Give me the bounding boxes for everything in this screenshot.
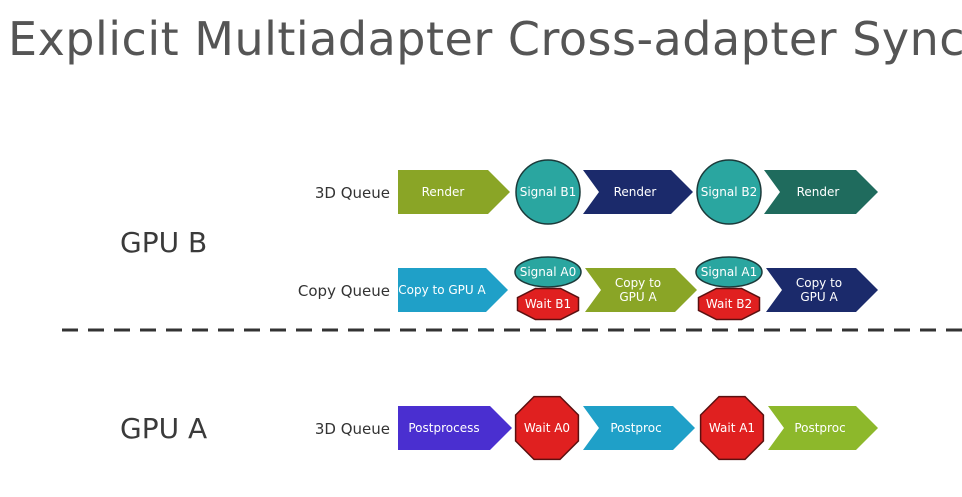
a-3d-step-2-text: Wait A0 [524, 421, 570, 435]
b-3d-step-3: Render [583, 170, 693, 214]
b-3d-step-5-text: Render [797, 185, 840, 199]
a-3d-step-3: Postproc [583, 406, 695, 450]
a-3d-step-3-text: Postproc [610, 421, 661, 435]
arrow-shape [585, 268, 697, 312]
arrow-shape [764, 170, 878, 214]
wait-octagon [514, 395, 580, 461]
a-3d-step-1: Postprocess [398, 406, 512, 450]
arrow-shape [768, 406, 878, 450]
b-copy-step-2-text: Signal A0 [520, 265, 577, 279]
b-copy-step-2: Signal A0 [514, 256, 582, 288]
signal-circle [696, 159, 762, 225]
b-copy-step-4-text: GPU A [619, 290, 657, 304]
b-copy-step-3-text: Wait B1 [525, 297, 571, 311]
signal-circle [515, 159, 581, 225]
gpu-b-copy-queue-label: Copy Queue [297, 282, 390, 300]
a-3d-step-1-text: Postprocess [408, 421, 479, 435]
b-3d-step-2-text: Signal B1 [520, 185, 577, 199]
b-copy-step-4-text: Copy to [615, 276, 661, 290]
a-3d-step-5-text: Postproc [794, 421, 845, 435]
b-copy-step-5-text: Signal A1 [701, 265, 758, 279]
a-3d-step-5: Postproc [768, 406, 878, 450]
b-3d-step-2: Signal B1 [515, 159, 581, 225]
signal-ellipse [514, 256, 582, 288]
gpu-a-3d-queue-label: 3D Queue [314, 420, 390, 438]
b-3d-step-3-text: Render [614, 185, 657, 199]
b-3d-step-1-text: Render [422, 185, 465, 199]
arrow-shape [583, 170, 693, 214]
arrow-shape [398, 170, 510, 214]
arrow-shape [583, 406, 695, 450]
b-3d-step-4-text: Signal B2 [701, 185, 758, 199]
b-copy-step-7-text: Copy to [796, 276, 842, 290]
b-copy-step-6-text: Wait B2 [706, 297, 752, 311]
gpu-b-3d-queue-label: 3D Queue [314, 184, 390, 202]
gpu-b-label: GPU B [120, 226, 208, 259]
b-copy-step-7-text: GPU A [800, 290, 838, 304]
b-3d-step-5: Render [764, 170, 878, 214]
gpu-a-label: GPU A [120, 412, 208, 445]
b-3d-step-4: Signal B2 [696, 159, 762, 225]
b-copy-step-6: Wait B2 [697, 287, 761, 321]
a-3d-step-4-text: Wait A1 [709, 421, 755, 435]
b-copy-step-3: Wait B1 [516, 287, 580, 321]
arrow-shape [398, 268, 508, 312]
a-3d-step-2: Wait A0 [514, 395, 580, 461]
wait-octagon [699, 395, 765, 461]
wait-octagon [697, 287, 761, 321]
b-copy-step-5: Signal A1 [695, 256, 763, 288]
b-copy-step-1-text: Copy to GPU A [398, 283, 486, 297]
b-3d-step-1: Render [398, 170, 510, 214]
arrow-shape [398, 406, 512, 450]
signal-ellipse [695, 256, 763, 288]
arrow-shape [766, 268, 878, 312]
wait-octagon [516, 287, 580, 321]
slide-title: Explicit Multiadapter Cross-adapter Sync [8, 12, 962, 66]
diagram-shapes: Render Signal B1 Render Signal B2 RenderCopy… [398, 159, 878, 461]
b-copy-step-1: Copy to GPU A [398, 268, 508, 312]
a-3d-step-4: Wait A1 [699, 395, 765, 461]
